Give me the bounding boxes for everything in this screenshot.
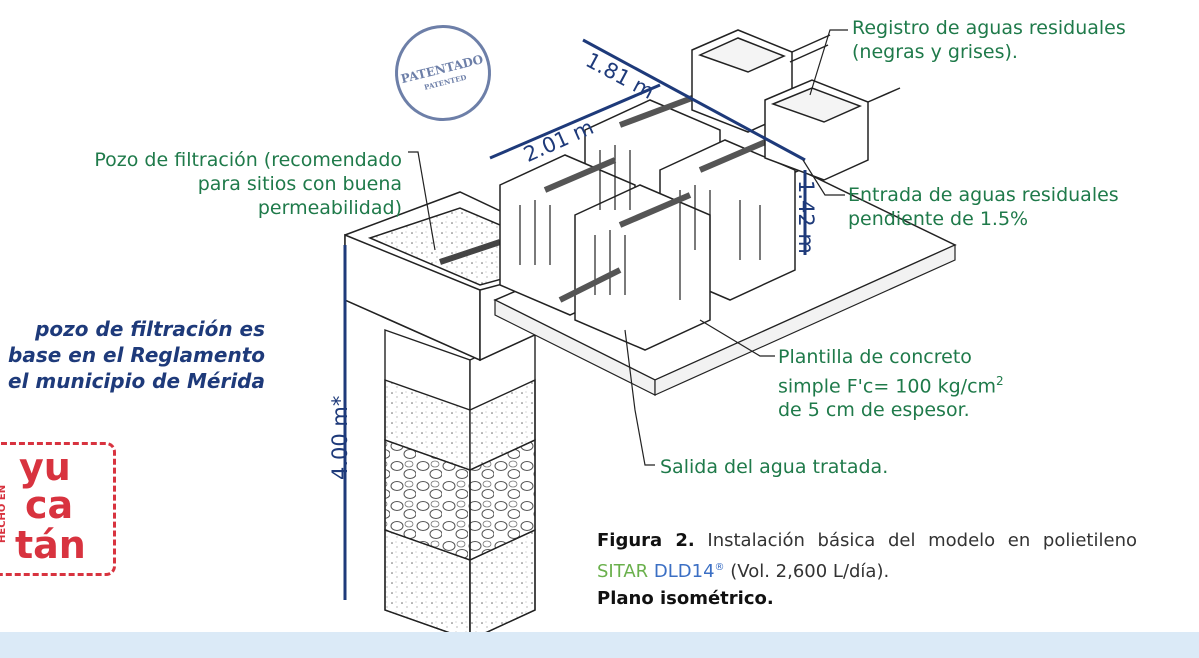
dim-1-42: 1.42 m xyxy=(794,180,818,254)
bottom-wave xyxy=(0,632,1199,658)
caption-sitar: SITAR xyxy=(597,561,649,582)
label-pozo: Pozo de filtración (recomendado para sit… xyxy=(94,149,402,219)
label-registro: Registro de aguas residuales (negras y g… xyxy=(852,17,1126,63)
dim-4-00: 4.00 m* xyxy=(328,395,352,480)
tank-modules xyxy=(499,92,796,351)
figure-caption: Figura 2. Instalación básica del modelo … xyxy=(597,530,1137,609)
caption-fig: Figura 2. xyxy=(597,530,695,551)
dimension-lines xyxy=(343,38,807,600)
registers xyxy=(691,29,901,181)
caption-bold: Plano isométrico. xyxy=(597,588,774,609)
leader-lines xyxy=(408,29,848,466)
note-text: pozo de filtración es base en el Reglame… xyxy=(8,317,265,393)
caption-model: DLD14 xyxy=(653,561,715,582)
hecho-en-yucatan-logo: HECHO EN yu ca tán xyxy=(0,442,116,576)
label-salida: Salida del agua tratada. xyxy=(660,456,889,478)
filtration-well xyxy=(384,328,536,642)
label-entrada: Entrada de aguas residuales pendiente de… xyxy=(848,184,1119,230)
label-plantilla: Plantilla de concreto simple F'c= 100 kg… xyxy=(778,346,1004,422)
